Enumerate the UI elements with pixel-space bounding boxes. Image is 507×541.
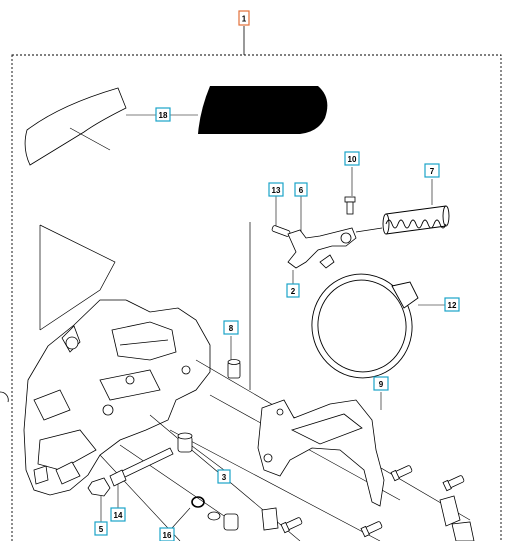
washer-16 [191, 496, 205, 508]
callout-8[interactable]: 8 [223, 320, 239, 360]
svg-text:13: 13 [272, 186, 281, 195]
callout-14[interactable]: 14 [110, 484, 126, 522]
svg-text:1: 1 [242, 15, 247, 24]
edge-marker [0, 391, 9, 403]
callout-10[interactable]: 10 [344, 151, 360, 196]
svg-text:3: 3 [222, 473, 227, 482]
svg-text:12: 12 [448, 301, 457, 310]
callout-1[interactable]: 1 [238, 10, 250, 26]
callout-18[interactable]: 18 [126, 107, 198, 122]
svg-text:5: 5 [99, 525, 104, 534]
cover-outline [39, 222, 251, 390]
callout-16[interactable]: 16 [159, 507, 191, 541]
callout-2[interactable]: 2 [286, 270, 300, 298]
svg-text:10: 10 [348, 155, 357, 164]
svg-text:16: 16 [163, 531, 172, 540]
decal-black-label [198, 86, 328, 134]
svg-text:2: 2 [291, 287, 296, 296]
assembly-frame [11, 26, 502, 541]
callout-5[interactable]: 5 [94, 496, 108, 536]
brake-housing [23, 299, 211, 496]
callout-6[interactable]: 6 [294, 182, 308, 232]
screw-10 [344, 196, 356, 215]
callout-3[interactable]: 3 [191, 445, 231, 484]
svg-text:14: 14 [114, 511, 123, 520]
callout-7[interactable]: 7 [424, 163, 440, 205]
svg-text:18: 18 [159, 111, 168, 120]
bushing-3 [177, 432, 193, 453]
nut-5 [87, 477, 111, 497]
callout-9[interactable]: 9 [373, 376, 389, 410]
svg-text:7: 7 [430, 167, 435, 176]
brake-band-12 [311, 273, 419, 379]
decal-outline [24, 87, 127, 166]
long-pin [109, 447, 174, 487]
svg-text:8: 8 [229, 324, 234, 333]
brake-lever-assembly [271, 225, 383, 269]
spacer [207, 511, 239, 531]
lever-9 [257, 399, 385, 507]
spring-7 [382, 205, 450, 235]
svg-text:6: 6 [299, 186, 304, 195]
svg-text:9: 9 [379, 380, 384, 389]
callout-12[interactable]: 12 [418, 297, 460, 312]
callout-13[interactable]: 13 [268, 182, 284, 226]
small-screws [261, 465, 475, 541]
pin-8 [227, 359, 241, 379]
